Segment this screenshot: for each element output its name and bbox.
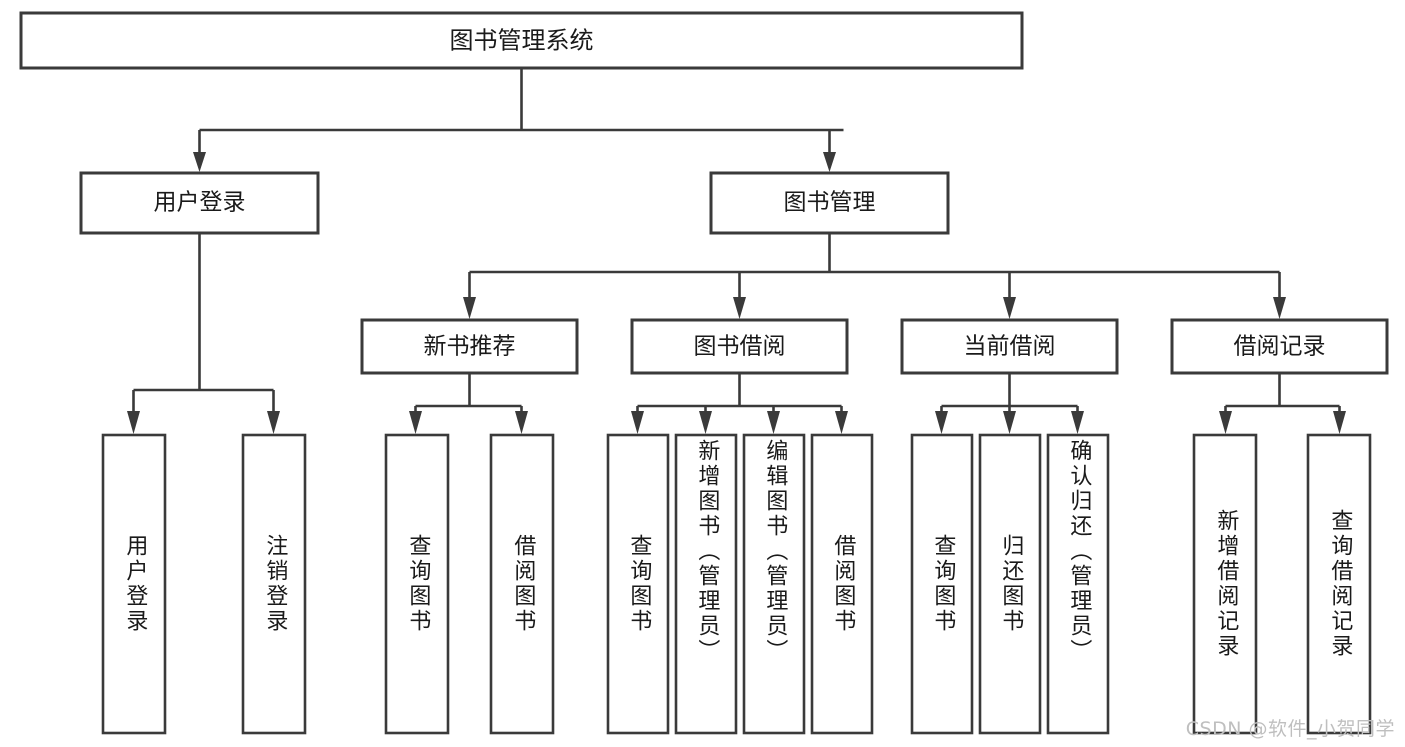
leaf-box-add-book[interactable] [674,433,738,735]
arrow-newbook-leaf-2 [515,411,528,434]
node-new-book-recommend-box[interactable] [360,318,579,375]
node-user-login-box[interactable] [79,171,320,235]
node-book-manage[interactable]: 图书管理 [709,171,950,235]
leaf-box-edit-book[interactable] [742,433,806,735]
arrow-userlogin-leaf-2 [267,411,280,434]
arrow-record-leaf-1 [1219,411,1232,434]
node-root-box[interactable] [19,11,1024,70]
arrow-root-to-book-manage [823,152,836,172]
node-borrow-record-label: 借阅记录 [1234,334,1326,360]
connector-layer [127,68,1346,434]
node-current-borrow-box[interactable] [900,318,1119,375]
leaf-box-return-book[interactable] [978,433,1042,735]
node-root[interactable]: 图书管理系统 [19,11,1024,70]
node-user-login-label: 用户登录 [154,190,246,216]
leaf-box-layer [101,433,1372,735]
arrow-borrow-leaf-3 [767,411,780,434]
node-book-borrow-box[interactable] [630,318,849,375]
arrow-borrow-leaf-4 [835,411,848,434]
arrow-bookmanage-to-new-book [463,297,476,319]
arrow-userlogin-leaf-1 [127,411,140,434]
leaf-box-logout[interactable] [241,433,307,735]
node-borrow-record-box[interactable] [1170,318,1389,375]
arrow-current-leaf-2 [1003,411,1016,434]
arrow-borrow-leaf-1 [631,411,644,434]
arrow-bookmanage-to-record [1273,297,1286,319]
arrow-current-leaf-3 [1071,411,1084,434]
leaf-box-user-login[interactable] [101,433,167,735]
node-root-label: 图书管理系统 [450,27,594,55]
leaf-box-add-record[interactable] [1192,433,1258,735]
arrow-root-to-user-login [193,152,206,172]
leaf-box-confirm-return[interactable] [1046,433,1110,735]
node-current-borrow[interactable]: 当前借阅 [900,318,1119,375]
leaf-box-query-book-1[interactable] [384,433,450,735]
arrow-newbook-leaf-1 [409,411,422,434]
leaf-box-query-record[interactable] [1306,433,1372,735]
arrow-current-leaf-1 [935,411,948,434]
arrow-record-leaf-2 [1333,411,1346,434]
node-new-book-recommend-label: 新书推荐 [424,334,516,360]
node-book-manage-box[interactable] [709,171,950,235]
arrow-bookmanage-to-borrow [733,297,746,319]
arrow-borrow-leaf-2 [699,411,712,434]
node-user-login[interactable]: 用户登录 [79,171,320,235]
leaf-box-borrow-book-2[interactable] [810,433,874,735]
leaf-box-query-book-2[interactable] [606,433,670,735]
arrow-bookmanage-to-current [1003,297,1016,319]
node-book-borrow-label: 图书借阅 [694,334,786,360]
node-new-book-recommend[interactable]: 新书推荐 [360,318,579,375]
csdn-watermark: CSDN @软件_小贺同学 [1185,718,1395,740]
node-borrow-record[interactable]: 借阅记录 [1170,318,1389,375]
node-current-borrow-label: 当前借阅 [964,334,1056,360]
leaf-box-borrow-book-1[interactable] [489,433,555,735]
leaf-box-query-book-3[interactable] [910,433,974,735]
node-book-manage-label: 图书管理 [784,190,876,216]
node-book-borrow[interactable]: 图书借阅 [630,318,849,375]
